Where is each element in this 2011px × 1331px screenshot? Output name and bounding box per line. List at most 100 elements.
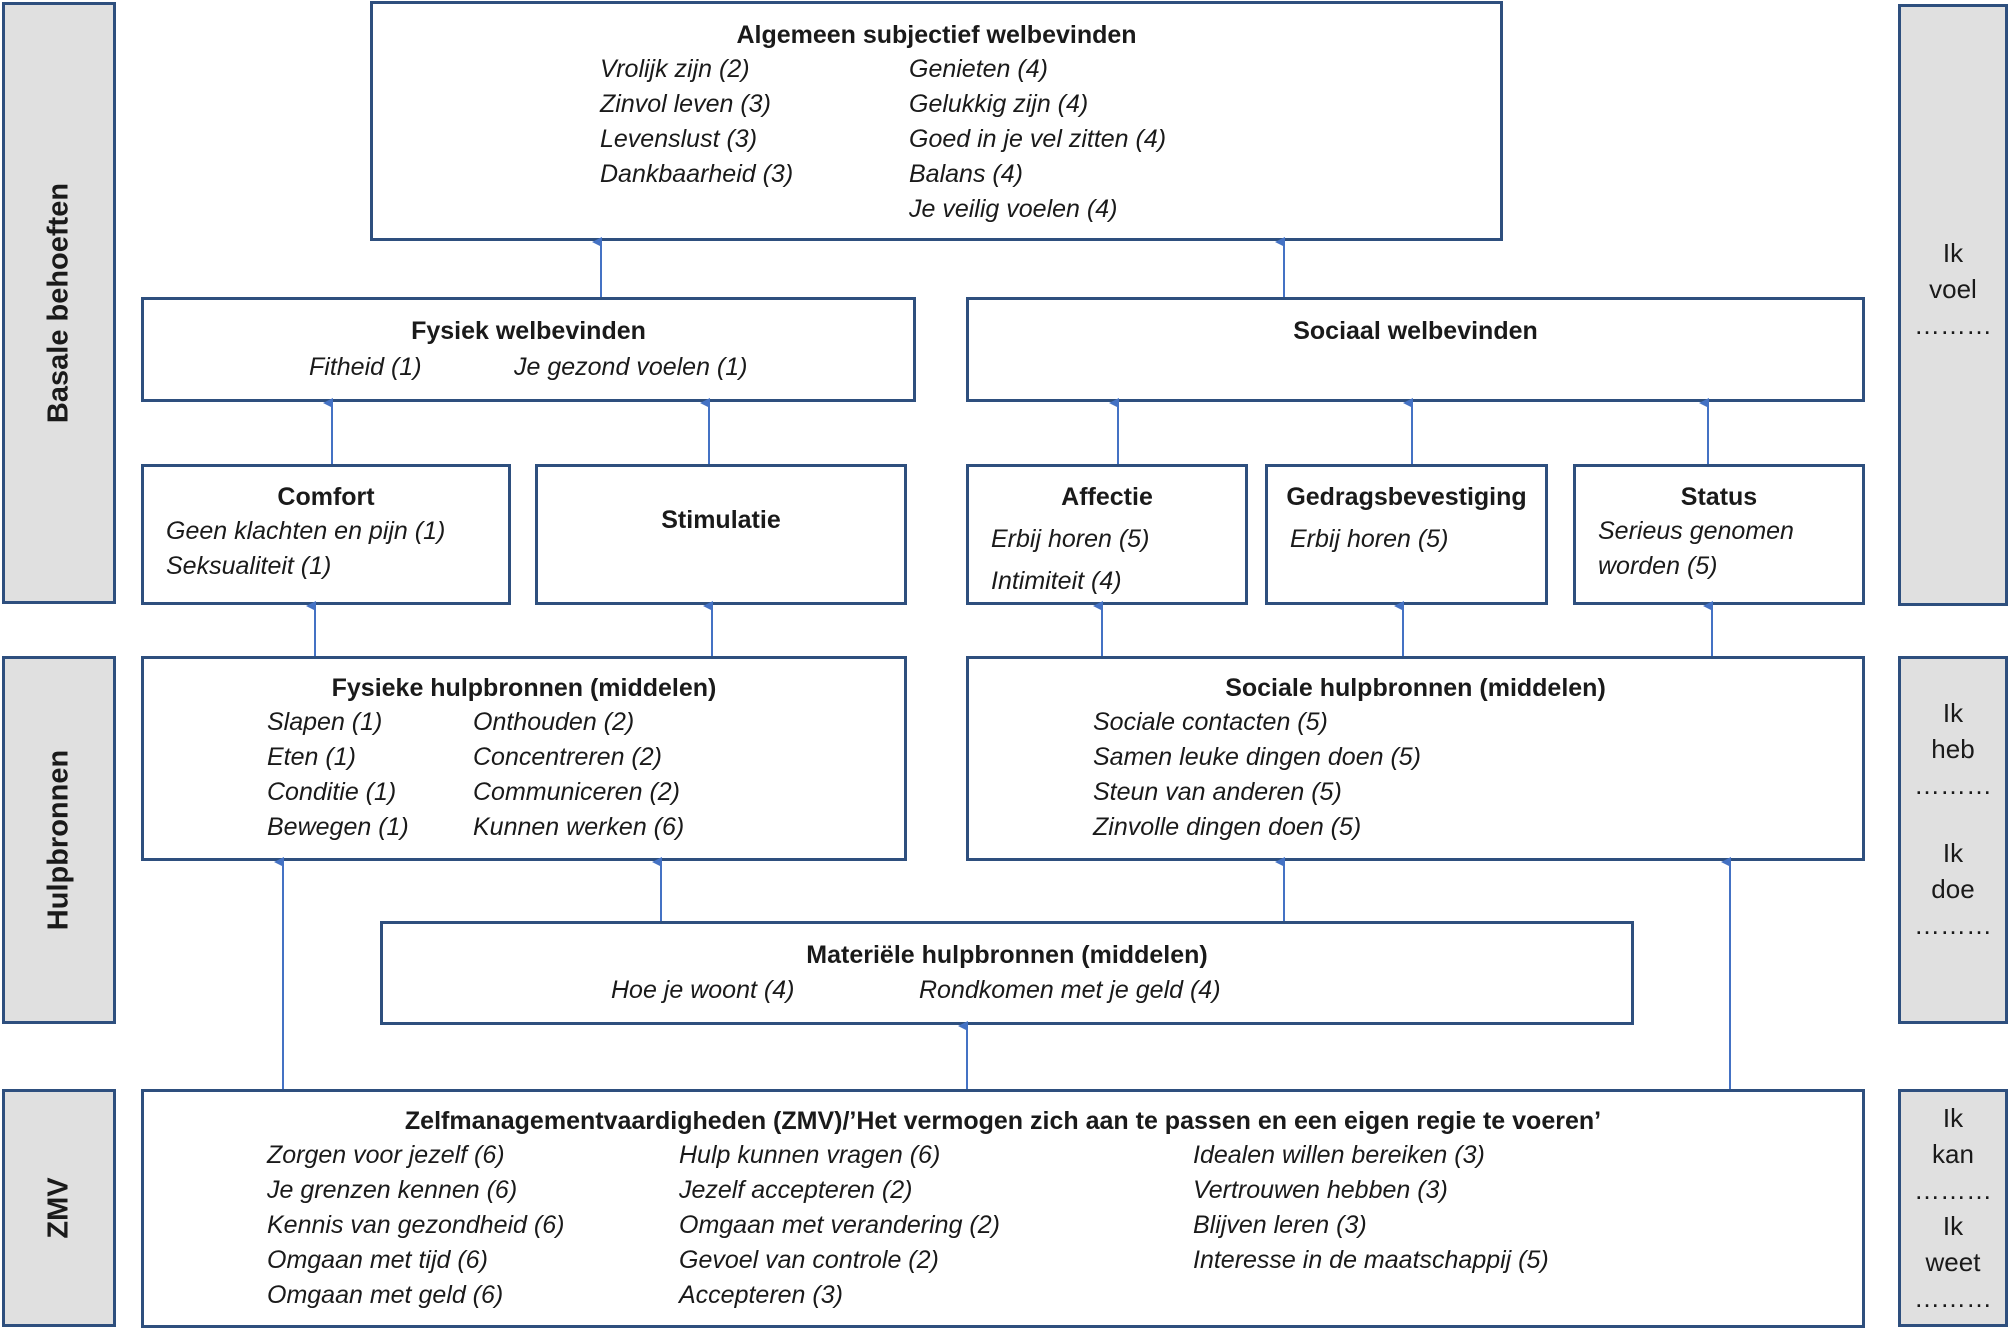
- materiele-hulpbronnen-title: Materiële hulpbronnen (middelen): [806, 941, 1208, 969]
- side-panel-basale-behoeften: Basale behoeften: [2, 2, 116, 604]
- fysiek-item-2: Je gezond voelen (1): [514, 353, 748, 381]
- list-item: Dankbaarheid (3): [600, 160, 794, 188]
- list-item: Kennis van gezondheid (6): [267, 1211, 565, 1239]
- side-label-basale-behoeften: Basale behoeften: [42, 182, 75, 424]
- list-item: Hulp kunnen vragen (6): [679, 1141, 941, 1169]
- list-item: Zinvol leven (3): [600, 90, 771, 118]
- list-item: Steun van anderen (5): [1093, 778, 1342, 806]
- side-label-hulpbronnen: Hulpbronnen: [42, 749, 75, 931]
- list-item: Blijven leren (3): [1193, 1211, 1367, 1239]
- zmv-col-2: Hulp kunnen vragen (6) Jezelf accepteren…: [679, 1138, 1000, 1313]
- ik-heb-line-2: heb: [1931, 734, 1975, 764]
- zmv-col-1: Zorgen voor jezelf (6) Je grenzen kennen…: [267, 1138, 564, 1313]
- list-item: Communiceren (2): [473, 778, 681, 806]
- gedragsbevestiging-title: Gedragsbevestiging: [1286, 483, 1527, 511]
- box-fysiek-welbevinden: Fysiek welbevinden Fitheid (1) Je gezond…: [141, 297, 916, 402]
- list-item: Erbij horen (5): [1290, 525, 1449, 553]
- box-sociale-hulpbronnen: Sociale hulpbronnen (middelen) Sociale c…: [966, 656, 1865, 861]
- ik-heb-line-1: Ik: [1942, 698, 1964, 728]
- list-item: Je grenzen kennen (6): [267, 1176, 518, 1204]
- fysieke-hulpbronnen-title: Fysieke hulpbronnen (middelen): [331, 674, 717, 702]
- list-item: Eten (1): [267, 743, 356, 771]
- status-title: Status: [1680, 483, 1758, 511]
- ik-weet-line-3: ………: [1914, 1283, 1992, 1313]
- list-item: Accepteren (3): [679, 1281, 843, 1309]
- list-item: Erbij horen (5): [991, 525, 1150, 553]
- ik-kan-line-3: ………: [1914, 1175, 1992, 1205]
- ik-voel-line-2: voel: [1929, 274, 1977, 304]
- list-item: Geen klachten en pijn (1): [166, 517, 446, 545]
- list-item: Vrolijk zijn (2): [600, 55, 750, 83]
- box-affectie: Affectie Erbij horen (5) Intimiteit (4): [966, 464, 1248, 605]
- algemeen-col-1: Vrolijk zijn (2) Zinvol leven (3) Levens…: [600, 52, 793, 192]
- stimulatie-title: Stimulatie: [661, 506, 781, 534]
- side-panel-hulpbronnen: Hulpbronnen: [2, 656, 116, 1024]
- ik-weet-line-2: weet: [1925, 1247, 1981, 1277]
- box-zelfmanagementvaardigheden: Zelfmanagementvaardigheden (ZMV)/’Het ve…: [141, 1089, 1865, 1328]
- materiele-item-1: Hoe je woont (4): [611, 976, 795, 1004]
- ik-heb-text: Ik heb ………: [1901, 695, 2005, 803]
- list-item: Seksualiteit (1): [166, 552, 332, 580]
- list-item: Balans (4): [909, 160, 1023, 188]
- list-item: Goed in je vel zitten (4): [909, 125, 1167, 153]
- ik-doe-line-2: doe: [1931, 874, 1975, 904]
- list-item: Genieten (4): [909, 55, 1048, 83]
- list-item: Concentreren (2): [473, 743, 662, 771]
- list-item: Conditie (1): [267, 778, 397, 806]
- list-item: Slapen (1): [267, 708, 383, 736]
- list-item: Zinvolle dingen doen (5): [1093, 813, 1362, 841]
- list-item: Sociale contacten (5): [1093, 708, 1328, 736]
- list-item: Onthouden (2): [473, 708, 635, 736]
- ik-doe-text: Ik doe ………: [1901, 835, 2005, 943]
- fysieke-hulpbronnen-col-2: Onthouden (2) Concentreren (2) Communice…: [473, 705, 684, 845]
- ik-heb-line-3: ………: [1914, 770, 1992, 800]
- algemeen-title: Algemeen subjectief welbevinden: [736, 21, 1137, 49]
- box-algemeen-subjectief-welbevinden: Algemeen subjectief welbevinden Vrolijk …: [370, 1, 1503, 241]
- side-panel-ik-kan-weet: Ik kan ……… Ik weet ………: [1898, 1089, 2008, 1327]
- list-item: Omgaan met geld (6): [267, 1281, 504, 1309]
- materiele-item-2: Rondkomen met je geld (4): [919, 976, 1221, 1004]
- fysiek-welbevinden-title: Fysiek welbevinden: [411, 317, 646, 345]
- side-panel-ik-voel: Ik voel ………: [1898, 4, 2008, 606]
- list-item: Omgaan met tijd (6): [267, 1246, 488, 1274]
- ik-doe-line-3: ………: [1914, 910, 1992, 940]
- ik-voel-line-1: Ik: [1942, 238, 1964, 268]
- list-item: Samen leuke dingen doen (5): [1093, 743, 1422, 771]
- fysieke-hulpbronnen-col-1: Slapen (1) Eten (1) Conditie (1) Bewegen…: [267, 705, 409, 845]
- list-item: Bewegen (1): [267, 813, 409, 841]
- list-item: Zorgen voor jezelf (6): [267, 1141, 505, 1169]
- box-gedragsbevestiging: Gedragsbevestiging Erbij horen (5): [1265, 464, 1548, 605]
- status-items: Serieus genomen worden (5): [1598, 514, 1794, 584]
- list-item: Gevoel van controle (2): [679, 1246, 939, 1274]
- list-item: Intimiteit (4): [991, 567, 1122, 595]
- box-sociaal-welbevinden: Sociaal welbevinden: [966, 297, 1865, 402]
- list-item: Levenslust (3): [600, 125, 758, 153]
- sociaal-welbevinden-title: Sociaal welbevinden: [1293, 317, 1538, 345]
- list-item: Kunnen werken (6): [473, 813, 685, 841]
- ik-kan-weet-text: Ik kan ……… Ik weet ………: [1901, 1100, 2005, 1316]
- comfort-items: Geen klachten en pijn (1) Seksualiteit (…: [166, 514, 445, 584]
- side-panel-ik-heb-doe: Ik heb ……… Ik doe ………: [1898, 656, 2008, 1024]
- list-item: Gelukkig zijn (4): [909, 90, 1089, 118]
- box-comfort: Comfort Geen klachten en pijn (1) Seksua…: [141, 464, 511, 605]
- list-item: Omgaan met verandering (2): [679, 1211, 1000, 1239]
- affectie-title: Affectie: [1061, 483, 1153, 511]
- ik-kan-line-1: Ik: [1942, 1103, 1964, 1133]
- side-label-zmv: ZMV: [42, 1177, 75, 1239]
- list-item: Interesse in de maatschappij (5): [1193, 1246, 1549, 1274]
- box-stimulatie: Stimulatie: [535, 464, 907, 605]
- ik-voel-text: Ik voel ………: [1901, 235, 2005, 343]
- zmv-title: Zelfmanagementvaardigheden (ZMV)/’Het ve…: [404, 1107, 1602, 1135]
- sociale-hulpbronnen-items: Sociale contacten (5) Samen leuke dingen…: [1093, 705, 1421, 845]
- affectie-items: Erbij horen (5) Intimiteit (4): [991, 518, 1149, 602]
- list-item: Idealen willen bereiken (3): [1193, 1141, 1485, 1169]
- box-status: Status Serieus genomen worden (5): [1573, 464, 1865, 605]
- box-fysieke-hulpbronnen: Fysieke hulpbronnen (middelen) Slapen (1…: [141, 656, 907, 861]
- gedragsbevestiging-items: Erbij horen (5): [1290, 518, 1448, 560]
- list-item: Vertrouwen hebben (3): [1193, 1176, 1448, 1204]
- ik-kan-line-2: kan: [1932, 1139, 1974, 1169]
- ik-doe-line-1: Ik: [1942, 838, 1964, 868]
- ik-weet-line-1: Ik: [1942, 1211, 1964, 1241]
- zmv-col-3: Idealen willen bereiken (3) Vertrouwen h…: [1193, 1138, 1549, 1278]
- list-item: Jezelf accepteren (2): [679, 1176, 913, 1204]
